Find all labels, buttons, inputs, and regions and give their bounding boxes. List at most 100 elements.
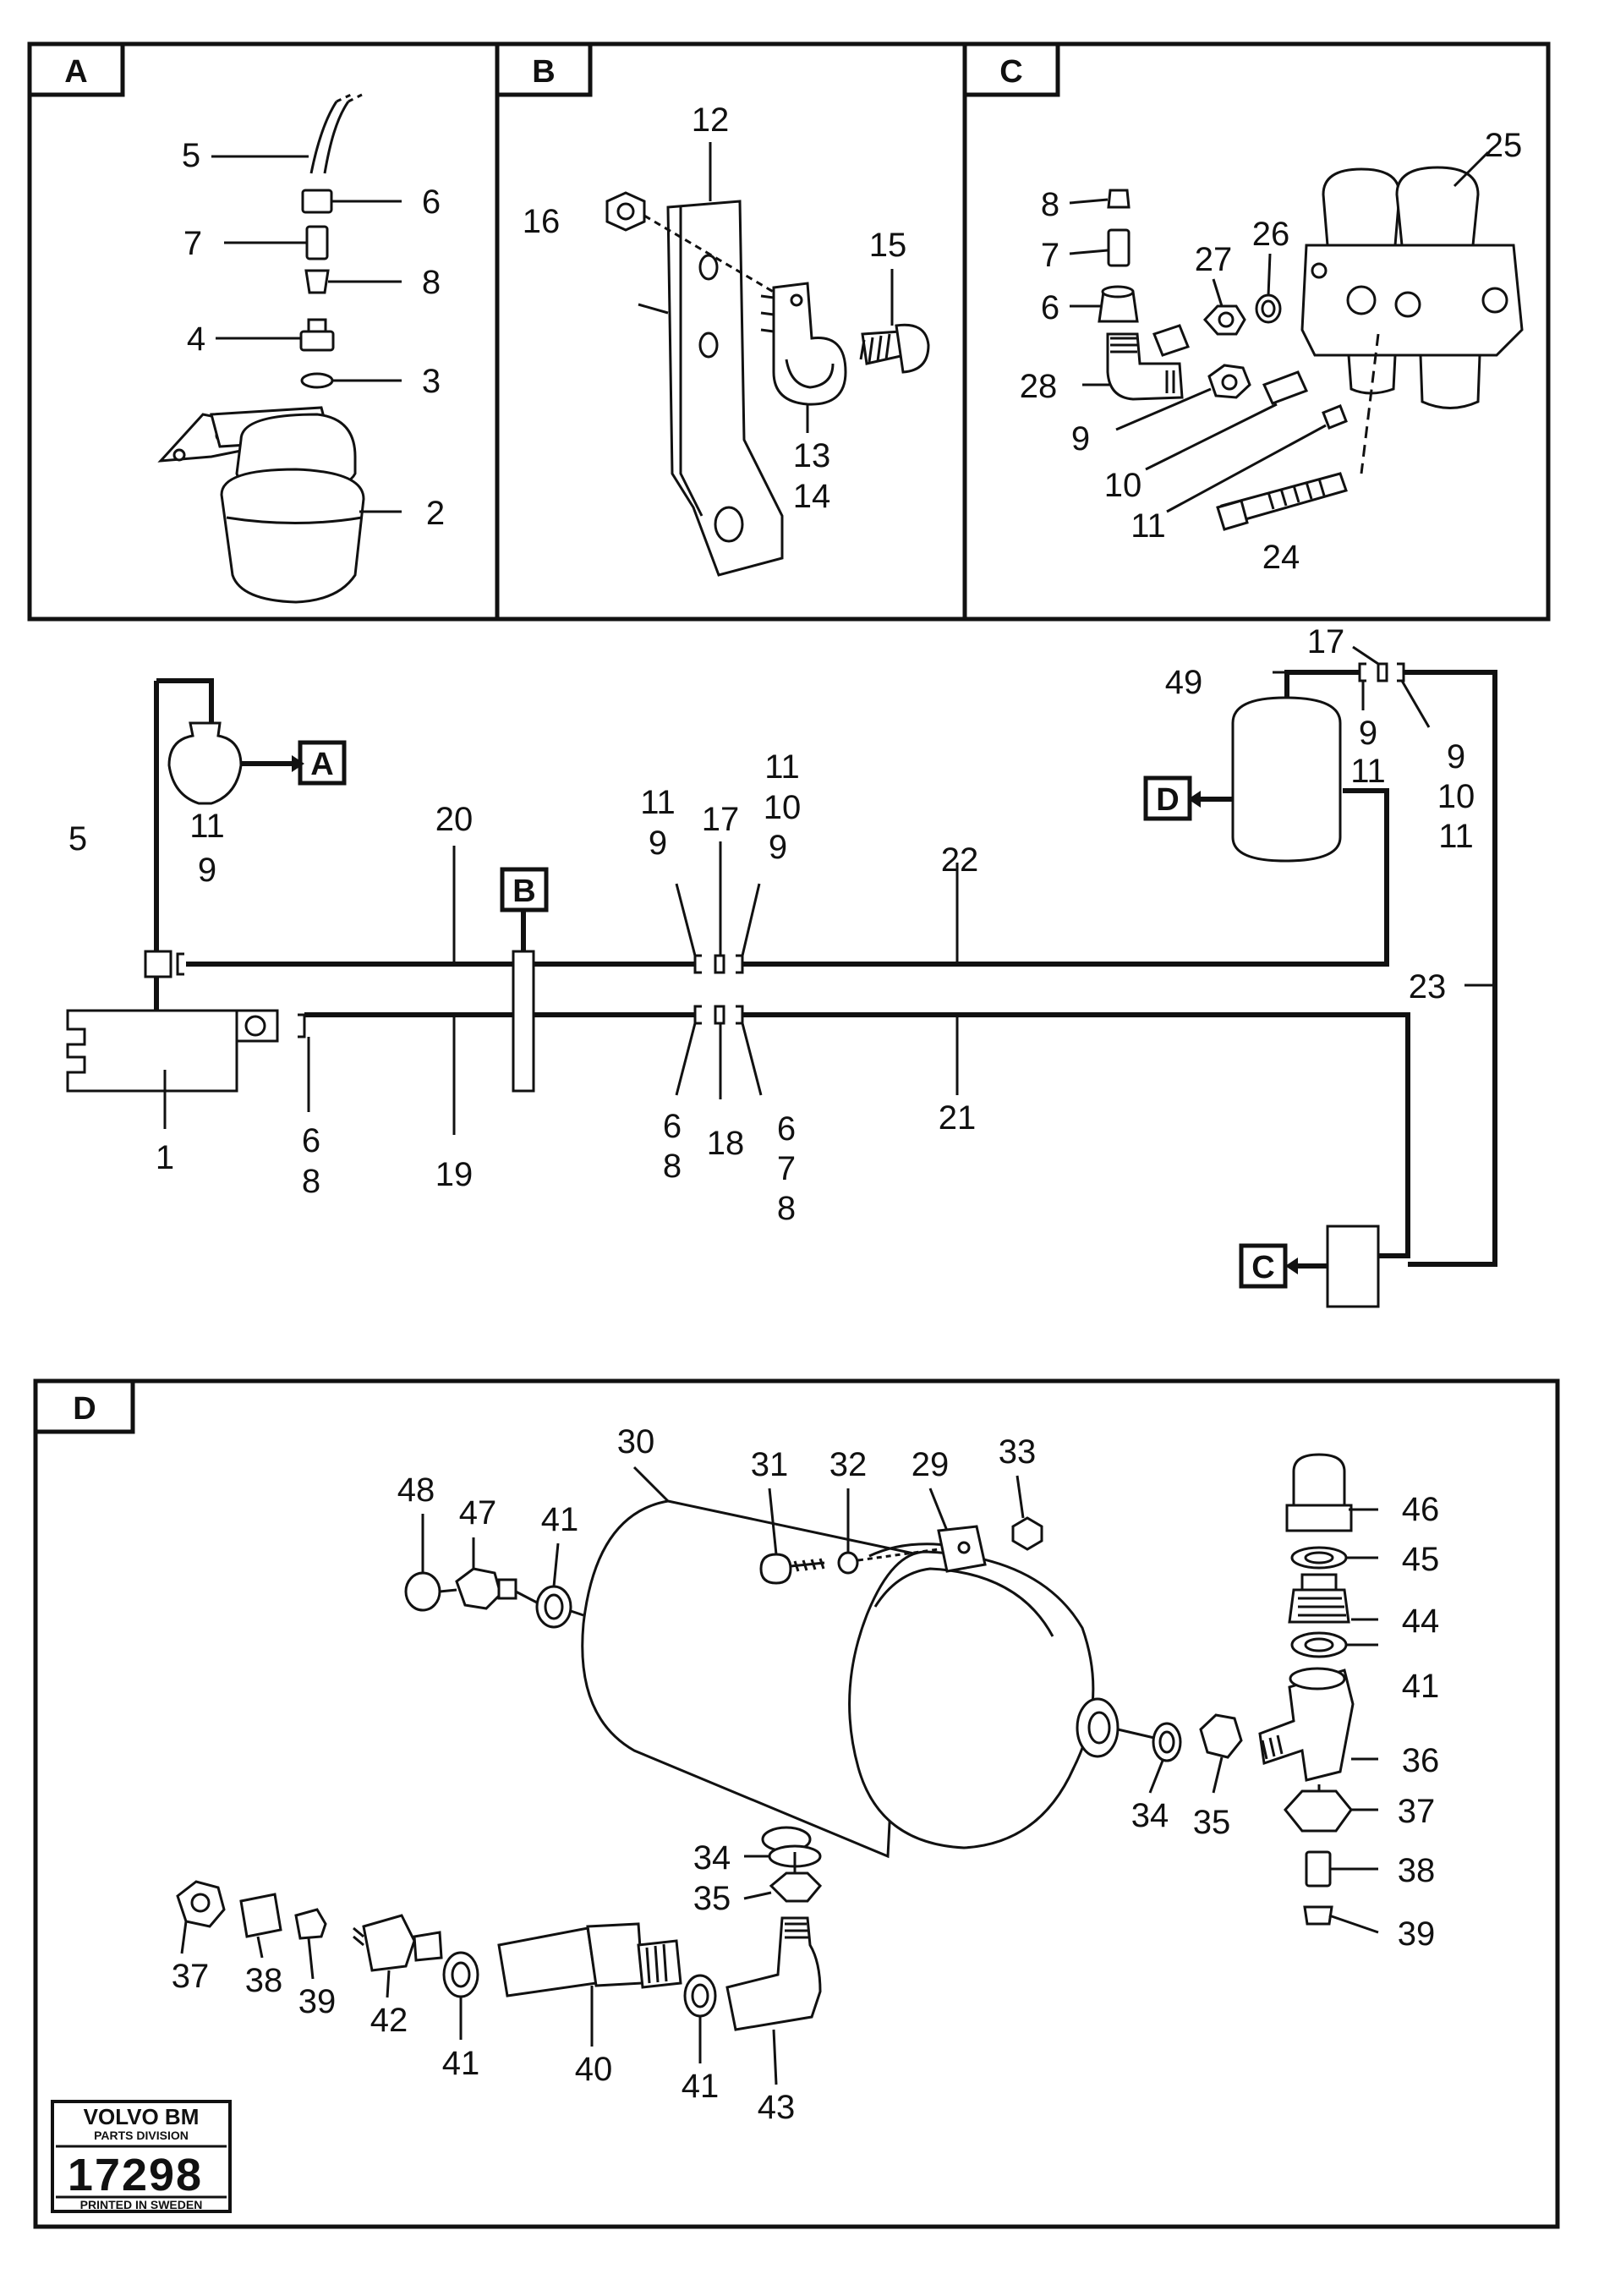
stamp-printed: PRINTED IN SWEDEN bbox=[80, 2198, 203, 2211]
callout-d35a: 35 bbox=[1193, 1804, 1231, 1841]
ref-tag-b: B bbox=[512, 874, 535, 909]
callout-s23: 23 bbox=[1409, 968, 1447, 1006]
callout-s11c: 11 bbox=[764, 748, 800, 786]
callout-d38b: 38 bbox=[245, 1962, 283, 1999]
callout-s17b: 17 bbox=[1307, 623, 1345, 660]
callout-s9e: 9 bbox=[1447, 738, 1465, 775]
callout-d43: 43 bbox=[758, 2089, 796, 2126]
ref-tag-a: A bbox=[310, 747, 333, 782]
callout-d47: 47 bbox=[459, 1494, 497, 1532]
callout-c11: 11 bbox=[1130, 507, 1166, 545]
callout-d32: 32 bbox=[829, 1446, 868, 1483]
panel-b: B 12 16 15 13 14 bbox=[495, 41, 967, 622]
callout-s11a: 11 bbox=[189, 808, 225, 845]
callout-d40: 40 bbox=[575, 2051, 613, 2088]
callout-s6b: 6 bbox=[663, 1108, 682, 1145]
callout-c8: 8 bbox=[1041, 186, 1059, 223]
callout-s21: 21 bbox=[939, 1099, 977, 1137]
callout-s8c: 8 bbox=[777, 1190, 796, 1227]
piping-schematic: A B D bbox=[66, 623, 1497, 1308]
callout-s20: 20 bbox=[435, 801, 474, 838]
panel-b-tag: B bbox=[532, 54, 555, 90]
callout-b15: 15 bbox=[869, 227, 907, 264]
callout-d41c: 41 bbox=[442, 2045, 480, 2082]
callout-a4: 4 bbox=[187, 321, 205, 358]
callout-c10: 10 bbox=[1104, 467, 1142, 504]
stamp-division: PARTS DIVISION bbox=[94, 2129, 189, 2142]
panel-a: A 5 6 7 8 4 3 bbox=[27, 41, 500, 622]
callout-d34a: 34 bbox=[1131, 1797, 1169, 1834]
callout-a7: 7 bbox=[183, 225, 202, 262]
callout-a6: 6 bbox=[422, 184, 441, 221]
callout-d48: 48 bbox=[397, 1471, 435, 1509]
callout-s11e: 11 bbox=[1438, 818, 1474, 855]
callout-c26: 26 bbox=[1252, 216, 1290, 253]
callout-s49: 49 bbox=[1165, 664, 1203, 701]
callout-s6c: 6 bbox=[777, 1110, 796, 1148]
panel-c: C bbox=[962, 41, 1551, 622]
publisher-stamp: VOLVO BM PARTS DIVISION 17298 PRINTED IN… bbox=[51, 2100, 232, 2213]
stamp-brand: VOLVO BM bbox=[84, 2104, 200, 2129]
callout-b13: 13 bbox=[793, 437, 831, 474]
callout-d39b: 39 bbox=[298, 1983, 337, 2020]
ref-tag-c: C bbox=[1251, 1250, 1274, 1285]
callout-d35b: 35 bbox=[693, 1880, 731, 1917]
callout-a3: 3 bbox=[422, 363, 441, 400]
callout-s17a: 17 bbox=[702, 801, 740, 838]
callout-s18: 18 bbox=[707, 1125, 745, 1162]
callout-b14: 14 bbox=[793, 478, 831, 515]
stamp-number: 17298 bbox=[68, 2150, 203, 2200]
callout-c9: 9 bbox=[1071, 420, 1090, 458]
panel-c-tag: C bbox=[999, 54, 1022, 90]
callout-d37a: 37 bbox=[1398, 1793, 1436, 1830]
callout-c25: 25 bbox=[1485, 127, 1523, 164]
callout-c28: 28 bbox=[1020, 368, 1058, 405]
callout-d34b: 34 bbox=[693, 1839, 731, 1877]
callout-d30: 30 bbox=[617, 1423, 655, 1460]
callout-s6a: 6 bbox=[302, 1122, 320, 1159]
callout-s11d: 11 bbox=[1350, 753, 1386, 790]
callout-s7: 7 bbox=[777, 1150, 796, 1187]
callout-a8: 8 bbox=[422, 264, 441, 301]
callout-s8a: 8 bbox=[302, 1163, 320, 1200]
callout-s19: 19 bbox=[435, 1156, 474, 1193]
callout-d41d: 41 bbox=[682, 2068, 720, 2105]
callout-s9b: 9 bbox=[649, 825, 667, 862]
callout-d36: 36 bbox=[1402, 1742, 1440, 1779]
callout-s1: 1 bbox=[156, 1139, 174, 1176]
callout-s10b: 10 bbox=[1437, 778, 1475, 815]
callout-d29: 29 bbox=[912, 1446, 950, 1483]
callout-d41b: 41 bbox=[1402, 1668, 1440, 1705]
ref-tag-d: D bbox=[1156, 782, 1179, 818]
callout-s9c: 9 bbox=[769, 829, 787, 866]
callout-c7: 7 bbox=[1041, 237, 1059, 274]
callout-d42: 42 bbox=[370, 2002, 408, 2039]
callout-s5: 5 bbox=[68, 820, 87, 858]
callout-d38a: 38 bbox=[1398, 1852, 1436, 1889]
callout-d37b: 37 bbox=[172, 1958, 210, 1995]
callout-b16: 16 bbox=[523, 203, 561, 240]
callout-s9a: 9 bbox=[198, 852, 216, 889]
callout-b12: 12 bbox=[692, 101, 730, 139]
callout-s10a: 10 bbox=[764, 789, 802, 826]
callout-c6: 6 bbox=[1041, 289, 1059, 326]
callout-d44: 44 bbox=[1402, 1603, 1440, 1640]
callout-d45: 45 bbox=[1402, 1541, 1440, 1578]
panel-a-tag: A bbox=[64, 54, 87, 90]
callout-d33: 33 bbox=[999, 1433, 1037, 1471]
callout-a5: 5 bbox=[182, 137, 200, 174]
panel-d: D bbox=[33, 1378, 1560, 2229]
callout-d31: 31 bbox=[751, 1446, 789, 1483]
callout-s22: 22 bbox=[941, 841, 979, 879]
callout-s11b: 11 bbox=[640, 784, 676, 821]
callout-c27: 27 bbox=[1195, 241, 1233, 278]
panel-d-tag: D bbox=[73, 1391, 96, 1427]
callout-d41a: 41 bbox=[541, 1501, 579, 1538]
callout-d46: 46 bbox=[1402, 1491, 1440, 1528]
callout-s9d: 9 bbox=[1359, 715, 1377, 752]
callout-s8b: 8 bbox=[663, 1148, 682, 1185]
callout-c24: 24 bbox=[1262, 539, 1300, 576]
callout-a2: 2 bbox=[426, 495, 445, 532]
callout-d39a: 39 bbox=[1398, 1915, 1436, 1953]
